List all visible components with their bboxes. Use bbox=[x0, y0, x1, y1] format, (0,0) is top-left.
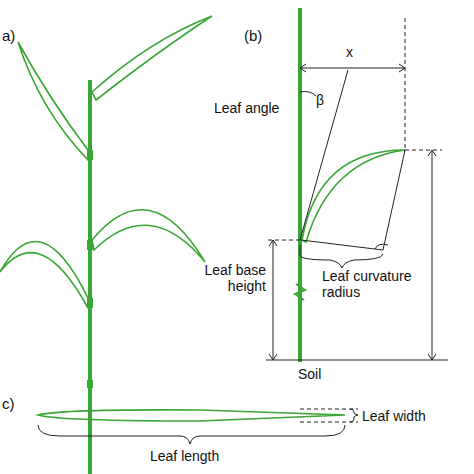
dimension-label: Leaf width bbox=[362, 408, 426, 424]
dimension-label: Leaf length bbox=[150, 448, 219, 464]
dimension-label: x bbox=[346, 44, 353, 60]
angle-symbol: β bbox=[316, 92, 324, 108]
dimension-label: Leaf base height bbox=[200, 262, 266, 294]
dimension-label: Leaf curvature radius bbox=[322, 268, 426, 300]
angle-label: Leaf angle bbox=[214, 100, 279, 116]
ground-label: Soil bbox=[298, 366, 321, 382]
panel-letter: c) bbox=[2, 396, 15, 412]
panel-letter: a) bbox=[2, 28, 15, 44]
panel-letter: (b) bbox=[244, 28, 262, 44]
